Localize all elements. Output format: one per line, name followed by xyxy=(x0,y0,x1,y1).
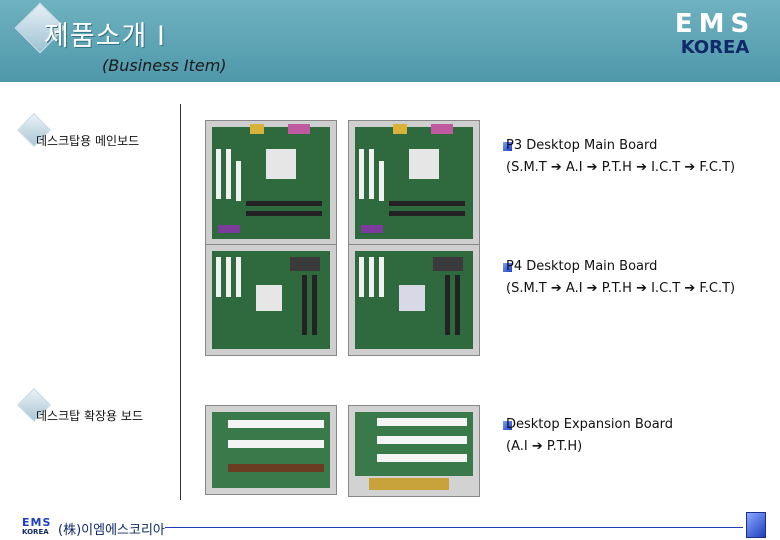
footer-logo-ems: EMS xyxy=(22,516,52,529)
section-label-expansion-board: 데스크탑 확장용 보드 xyxy=(36,409,143,423)
expansion-board-photo-1 xyxy=(205,405,337,495)
footer-box-icon xyxy=(746,512,766,538)
page-subtitle: (Business Item) xyxy=(102,56,227,75)
p4-process: (S.M.T ➔ A.I ➔ P.T.H ➔ I.C.T ➔ F.C.T) xyxy=(506,281,736,296)
logo-korea-text: KOREA xyxy=(680,37,750,58)
p3-process: (S.M.T ➔ A.I ➔ P.T.H ➔ I.C.T ➔ F.C.T) xyxy=(506,160,736,175)
p4-board-photo-1 xyxy=(205,244,337,356)
p4-board-photo-2 xyxy=(348,244,480,356)
footer-logo: EMS KOREA xyxy=(22,517,51,536)
logo-ems-text: EMS xyxy=(674,9,756,39)
bullet-icon xyxy=(503,263,512,272)
expansion-title: Desktop Expansion Board xyxy=(506,417,674,432)
expansion-board-photo-2 xyxy=(348,405,480,497)
bullet-icon xyxy=(503,421,512,430)
p3-board-photo-2 xyxy=(348,120,480,246)
p4-description: P4 Desktop Main Board (S.M.T ➔ A.I ➔ P.T… xyxy=(506,256,735,300)
section-label-main-board: 데스크탑용 메인보드 xyxy=(36,134,140,148)
vertical-divider xyxy=(180,104,181,500)
footer-divider xyxy=(165,527,743,528)
p3-description: P3 Desktop Main Board (S.M.T ➔ A.I ➔ P.T… xyxy=(506,135,735,179)
p4-title: P4 Desktop Main Board xyxy=(506,259,658,274)
ems-korea-logo: EMS KOREA xyxy=(670,10,760,58)
expansion-description: Desktop Expansion Board (A.I ➔ P.T.H) xyxy=(506,414,673,458)
page-title: 제품소개 I xyxy=(44,21,166,52)
footer-company-name: (株)이엠에스코리아 xyxy=(58,523,165,538)
p3-board-photo-1 xyxy=(205,120,337,246)
p3-title: P3 Desktop Main Board xyxy=(506,138,658,153)
slide-header: 제품소개 I (Business Item) EMS KOREA xyxy=(0,0,780,82)
expansion-process: (A.I ➔ P.T.H) xyxy=(506,439,583,454)
bullet-icon xyxy=(503,142,512,151)
footer-logo-korea: KOREA xyxy=(22,528,49,536)
